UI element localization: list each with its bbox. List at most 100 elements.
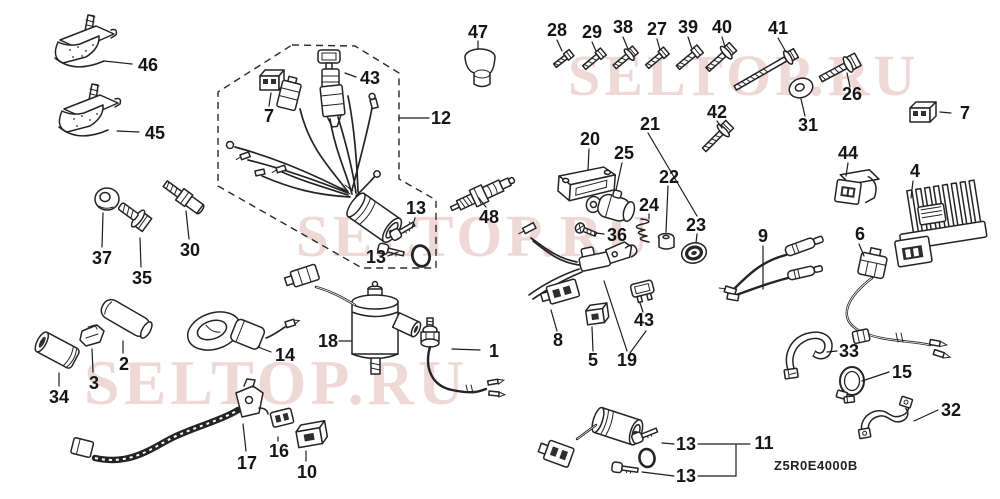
part-6-harness-icon [845, 247, 952, 359]
callout-7: 7 [959, 103, 971, 123]
leader-lines [58, 36, 952, 477]
callout-13: 13 [405, 198, 427, 218]
callout-16: 16 [268, 441, 290, 461]
part-46-engine-mount-icon [54, 14, 118, 68]
callout-13: 13 [675, 434, 697, 454]
callout-14: 14 [274, 345, 296, 365]
part-38-bolt-washer-icon [612, 45, 640, 70]
callout-26: 26 [841, 84, 863, 104]
part-43-fuse-icon [629, 279, 655, 304]
part-9-plug-cap-wires-icon [718, 235, 824, 302]
callout-36: 36 [606, 225, 628, 245]
callout-31: 31 [797, 115, 819, 135]
part-43-fuse-holder-icon [317, 49, 341, 96]
part-35-flange-bolt-icon [117, 202, 153, 233]
part-20-bracket-icon [557, 166, 616, 202]
part-31-washer-icon [788, 77, 814, 99]
part-45-engine-mount-icon [58, 83, 122, 137]
part-13-key-icon [389, 221, 416, 241]
part-1-sensor-icon [420, 317, 507, 398]
part-22-bushing-icon [657, 232, 675, 250]
harness-12-wires-icon [225, 75, 403, 243]
callout-20: 20 [579, 129, 601, 149]
callout-37: 37 [91, 248, 113, 268]
diagram-code: Z5R0E4000B [774, 458, 858, 473]
part-oring-icon [410, 244, 432, 268]
part-32-clamp-bracket-icon [857, 395, 914, 440]
part-39-bolt-icon [675, 44, 705, 71]
part-5-connector-icon [584, 302, 610, 326]
callout-9: 9 [757, 226, 769, 246]
callout-22: 22 [658, 167, 680, 187]
part-13-key-icon [631, 427, 659, 445]
part-29-screw-icon [581, 47, 608, 71]
callout-44: 44 [837, 143, 859, 163]
part-16-connector-icon [269, 407, 295, 428]
callout-41: 41 [767, 18, 789, 38]
callout-32: 32 [940, 400, 962, 420]
part-2-rubber-tube-icon [100, 298, 153, 339]
part-47-cap-icon [464, 48, 496, 88]
callout-3: 3 [88, 373, 100, 393]
part-18-solenoid-icon [283, 263, 422, 375]
part-42-bolt-icon [701, 119, 735, 153]
callout-4: 4 [909, 161, 921, 181]
part-13-key-icon [376, 242, 405, 257]
callout-2: 2 [118, 354, 130, 374]
part-13-key-icon [611, 461, 639, 474]
part-23-grommet-icon [680, 242, 708, 264]
callout-48: 48 [478, 207, 500, 227]
callout-11: 11 [754, 433, 774, 453]
part-oring-icon [638, 447, 656, 469]
callout-43: 43 [633, 310, 655, 330]
callout-17: 17 [236, 453, 258, 473]
callout-28: 28 [546, 20, 568, 40]
part-27-bolt-icon [644, 46, 671, 70]
part-44-connector-holder-icon [834, 168, 880, 206]
part-10-connector-icon [295, 420, 329, 449]
callout-13: 13 [365, 247, 387, 267]
callout-23: 23 [685, 215, 707, 235]
callout-25: 25 [613, 143, 635, 163]
part-15-clamp-ring-icon [835, 366, 865, 404]
callout-47: 47 [467, 22, 489, 42]
callout-33: 33 [838, 341, 860, 361]
callout-27: 27 [646, 19, 668, 39]
part-19-subharness-icon [518, 221, 638, 305]
callout-18: 18 [317, 331, 339, 351]
part-4-regulator-icon [894, 179, 988, 268]
callout-1: 1 [488, 341, 500, 361]
part-33-wire-clamp-icon [783, 331, 833, 380]
callout-46: 46 [137, 55, 159, 75]
callout-45: 45 [144, 123, 166, 143]
part-37-grommet-icon [94, 187, 120, 211]
callout-13: 13 [675, 466, 697, 486]
part-26-bolt-icon [818, 52, 862, 83]
callout-38: 38 [612, 17, 634, 37]
callout-42: 42 [706, 102, 728, 122]
callout-34: 34 [48, 387, 70, 407]
part-34-sleeve-icon [34, 331, 80, 369]
callout-30: 30 [179, 240, 201, 260]
part-28-screw-icon [552, 48, 575, 69]
callout-39: 39 [677, 17, 699, 37]
callout-5: 5 [587, 350, 599, 370]
part-30-joint-bolt-icon [162, 180, 205, 215]
part-25-sensor-icon [585, 189, 636, 222]
part-7-connector-icon [909, 101, 937, 123]
callout-29: 29 [581, 22, 603, 42]
callout-24: 24 [638, 195, 660, 215]
part-40-bolt-washer-icon [705, 41, 738, 73]
callout-12: 12 [430, 108, 452, 128]
callout-8: 8 [552, 330, 564, 350]
callout-6: 6 [854, 224, 866, 244]
callout-21: 21 [639, 114, 661, 134]
part-36-screw-icon [574, 222, 598, 237]
watermark-text: SELTOP.RU [84, 347, 469, 418]
part-3-clip-icon [79, 324, 105, 347]
callout-10: 10 [296, 462, 318, 482]
callout-35: 35 [131, 268, 153, 288]
